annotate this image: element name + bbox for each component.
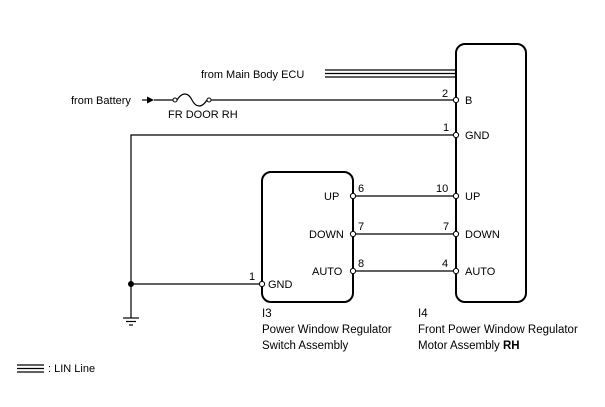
motor-ground-wire [130, 134, 456, 318]
motor-terminal-gnd-dot [452, 131, 460, 139]
legend-lin-line-label: : LIN Line [48, 363, 95, 375]
motor-pin-number-auto: 4 [442, 258, 448, 270]
motor-terminal-auto-dot [452, 267, 460, 275]
switch-pin-number-up: 6 [358, 183, 364, 195]
source-battery-label: from Battery [71, 95, 131, 107]
lin-line [325, 69, 456, 78]
motor-name-line2-prefix: Motor Assembly [418, 340, 503, 352]
legend-lin-line-icon [17, 364, 44, 373]
switch-terminal-up: UP [324, 191, 339, 203]
ground-icon [123, 317, 139, 326]
source-ecu-label: from Main Body ECU [201, 69, 304, 81]
switch-pin-number-down: 7 [358, 221, 364, 233]
motor-pin-number-up: 10 [436, 183, 448, 195]
motor-terminal-down-dot [452, 230, 460, 238]
battery-arrow-icon [142, 96, 154, 104]
switch-name-line1: Power Window Regulator [262, 324, 392, 336]
motor-assembly-box [455, 43, 527, 303]
switch-terminal-gnd: GND [268, 279, 293, 291]
switch-connector-code: I3 [262, 308, 272, 320]
motor-terminal-auto: AUTO [465, 266, 496, 278]
switch-terminal-auto: AUTO [312, 266, 343, 278]
motor-terminal-up: UP [465, 191, 480, 203]
motor-name-line1: Front Power Window Regulator [418, 324, 578, 336]
switch-name-line2: Switch Assembly [262, 340, 349, 352]
switch-terminal-down: DOWN [309, 229, 344, 241]
motor-terminal-gnd: GND [465, 130, 490, 142]
motor-pin-number-down: 7 [443, 221, 449, 233]
motor-name-line2: Motor Assembly RH [418, 340, 520, 352]
fuse-icon [172, 93, 212, 107]
motor-name-line2-side: RH [503, 340, 520, 352]
switch-pin-number-gnd: 1 [249, 271, 255, 283]
switch-terminal-gnd-dot [258, 280, 266, 288]
fuse-label: FR DOOR RH [168, 109, 238, 121]
switch-terminal-up-dot [349, 192, 357, 200]
switch-terminal-auto-dot [349, 267, 357, 275]
motor-pin-number-b: 2 [442, 88, 448, 100]
motor-terminal-b: B [465, 95, 472, 107]
motor-terminal-b-dot [452, 96, 460, 104]
switch-pin-number-auto: 8 [358, 258, 364, 270]
motor-terminal-up-dot [452, 192, 460, 200]
motor-pin-number-gnd: 1 [443, 122, 449, 134]
switch-terminal-down-dot [349, 230, 357, 238]
motor-connector-code: I4 [418, 308, 428, 320]
motor-terminal-down: DOWN [465, 229, 500, 241]
